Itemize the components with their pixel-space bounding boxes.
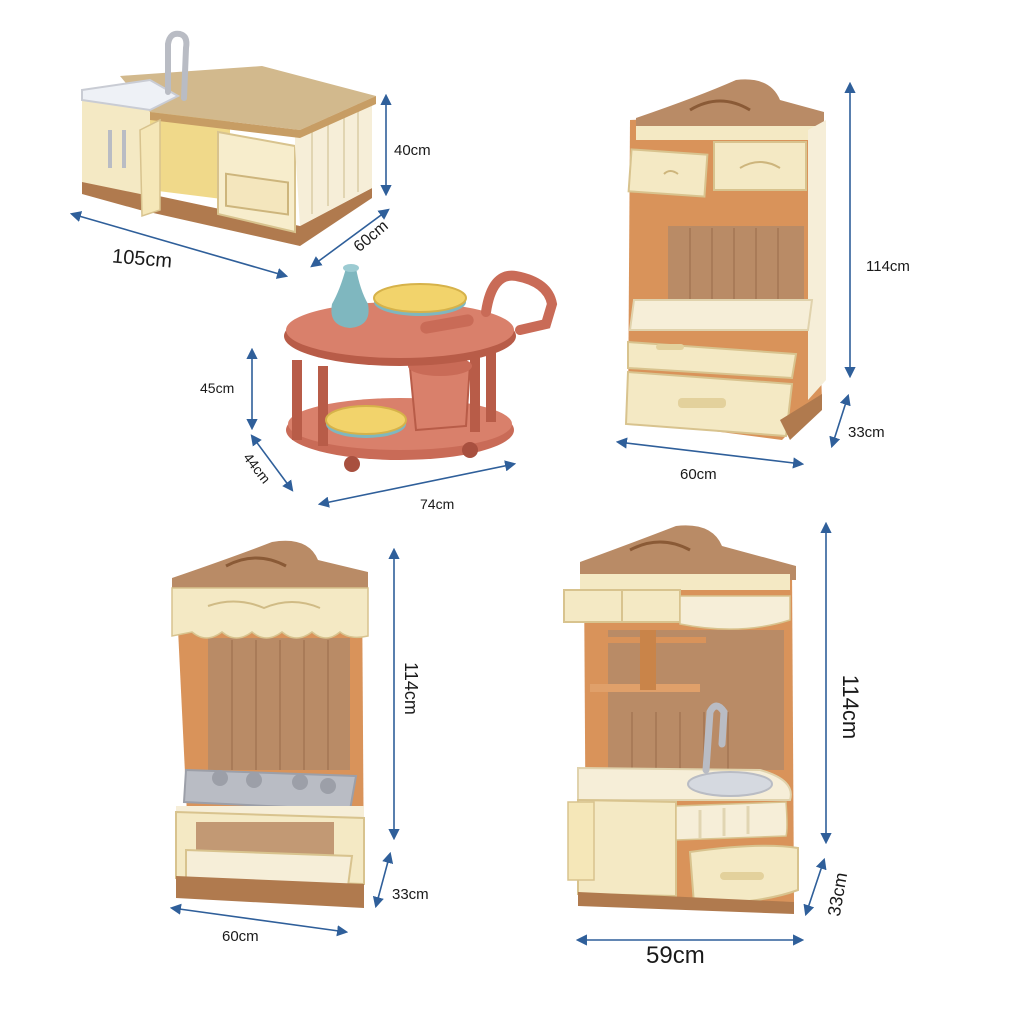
hutch-width-label: 60cm: [680, 466, 717, 483]
stove-depth-label: 33cm: [392, 886, 429, 903]
sink-height-label: 114cm: [838, 674, 864, 740]
trolley-width-label: 74cm: [420, 496, 455, 512]
stove-dimension-arrows: [169, 547, 400, 937]
hutch-depth-label: 33cm: [848, 424, 885, 441]
sink-dimension-arrows: [575, 521, 832, 946]
sink-width-label: 59cm: [646, 942, 705, 969]
hutch-cabinet: [624, 79, 826, 440]
stove-height-label: 114cm: [400, 662, 421, 715]
island-dimension-arrows: [69, 93, 392, 279]
sink-unit: [563, 525, 799, 914]
trolley-dimension-arrows: [246, 347, 517, 508]
stove-unit: [171, 540, 369, 908]
trolley-height-label: 45cm: [200, 380, 235, 396]
tea-trolley: [284, 264, 558, 472]
hutch-height-label: 114cm: [866, 258, 910, 275]
kitchen-island: [81, 30, 376, 246]
island-height-label: 40cm: [394, 142, 431, 159]
hutch-dimension-arrows: [615, 81, 856, 469]
stove-width-label: 60cm: [222, 928, 259, 945]
